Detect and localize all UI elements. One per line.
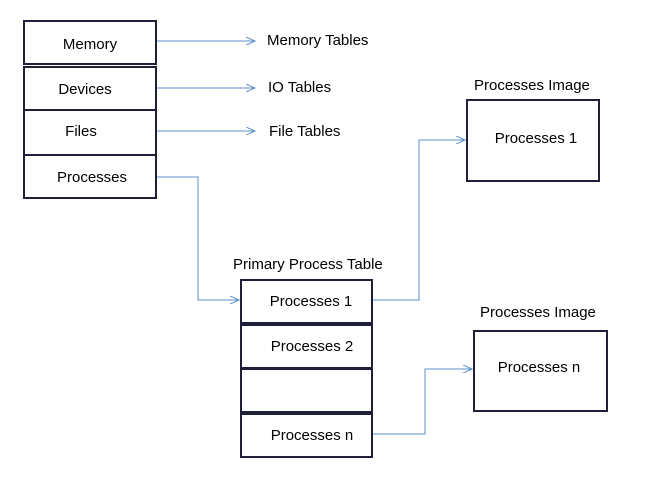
- resource-files-label: Files: [65, 123, 97, 140]
- resource-processes-label: Processes: [57, 169, 127, 186]
- primary-table-row-n-label: Processes n: [271, 427, 354, 444]
- resource-processes-cell: [23, 154, 157, 199]
- resource-memory-cell: [23, 20, 157, 65]
- primary-table-row-1: [240, 279, 373, 324]
- process-image-1-box: [466, 99, 600, 182]
- process-image-n-box: [473, 330, 608, 412]
- memory-tables-label: Memory Tables: [267, 32, 368, 49]
- primary-table-row-n: [240, 413, 373, 458]
- resource-memory-label: Memory: [63, 36, 118, 53]
- io-tables-label: IO Tables: [268, 79, 331, 96]
- process-n-to-image-arrow: [373, 369, 472, 435]
- primary-table-row-3: [240, 368, 373, 413]
- process-image-1-title: Processes Image: [474, 77, 590, 94]
- primary-table-row-2-label: Processes 2: [271, 338, 354, 355]
- process-image-n-title: Processes Image: [480, 304, 596, 321]
- resource-table: Memory Devices Files Processes: [23, 20, 157, 199]
- resource-devices-label: Devices: [58, 81, 111, 98]
- process-image-1-label: Processes 1: [495, 130, 578, 147]
- processes-to-primary-table-arrow: [157, 176, 239, 300]
- file-tables-label: File Tables: [269, 123, 340, 140]
- primary-process-table-title: Primary Process Table: [233, 256, 383, 273]
- primary-table-row-1-label: Processes 1: [270, 293, 353, 310]
- process-1-to-image-arrow: [373, 140, 465, 301]
- resource-devices-cell: [23, 66, 157, 111]
- primary-process-table: Processes 1 Processes 2 Processes n: [240, 279, 373, 458]
- process-image-n-label: Processes n: [498, 359, 581, 376]
